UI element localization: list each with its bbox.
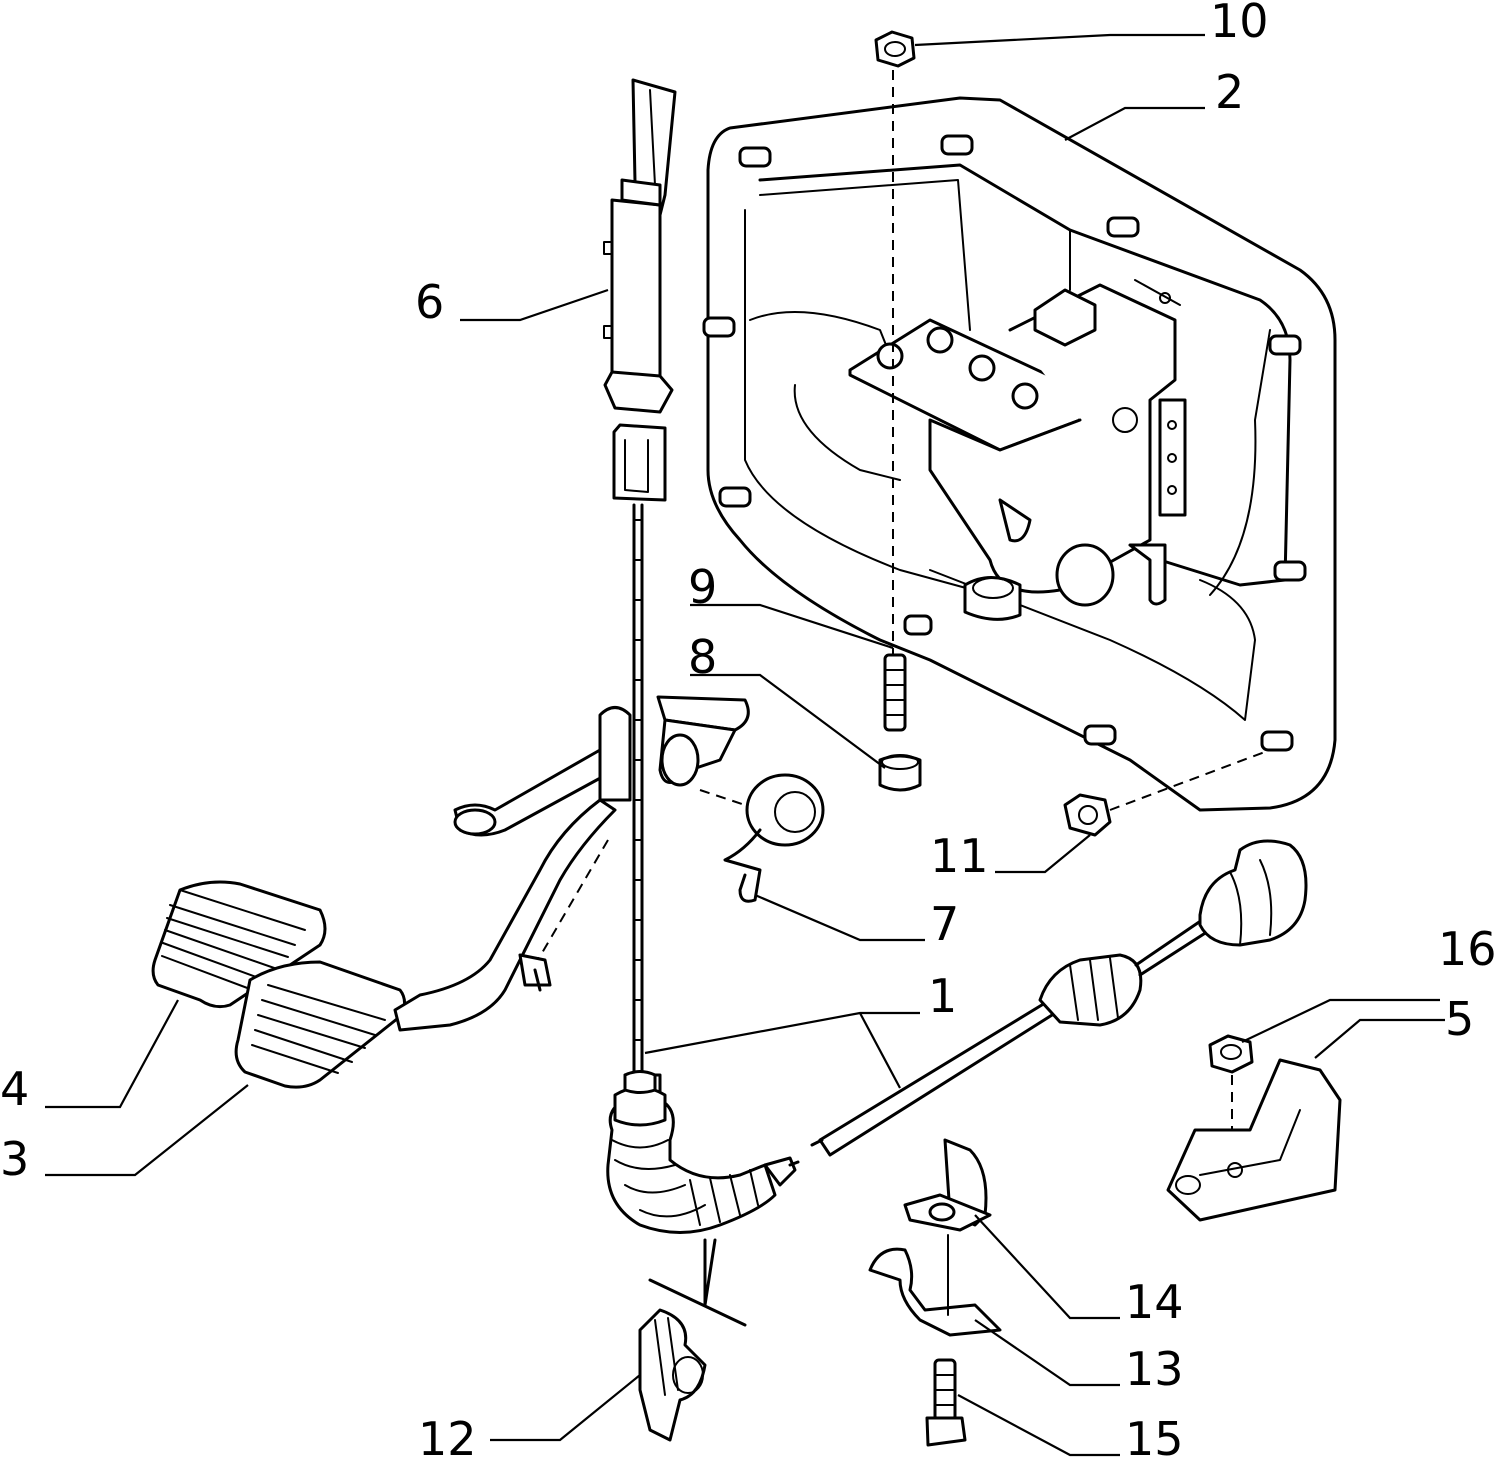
callout-16: 16 — [1438, 922, 1497, 976]
callout-2: 2 — [1215, 65, 1244, 119]
leader-3 — [45, 1084, 249, 1177]
callout-7: 7 — [930, 897, 959, 951]
callout-1: 1 — [928, 969, 957, 1023]
part-9-stud — [883, 653, 907, 732]
callout-12: 12 — [418, 1412, 477, 1460]
leader-6 — [460, 288, 609, 322]
leader-7 — [754, 893, 925, 942]
part-10-nut — [874, 30, 916, 68]
leader-15 — [957, 1394, 1120, 1457]
part-12-cable-clip — [638, 1238, 747, 1442]
callout-13: 13 — [1125, 1342, 1184, 1396]
leader-12 — [490, 1374, 641, 1442]
callout-5: 5 — [1445, 992, 1474, 1046]
callout-15: 15 — [1125, 1412, 1184, 1460]
leader-10 — [914, 33, 1205, 47]
callout-9: 9 — [688, 560, 717, 614]
leader-16 — [1241, 998, 1440, 1043]
part-16-nut — [1208, 1034, 1254, 1160]
callout-10: 10 — [1210, 0, 1269, 48]
leader-2 — [1064, 106, 1205, 141]
part-2-mounting-plate — [702, 96, 1337, 812]
callout-6: 6 — [415, 275, 444, 329]
leader-11 — [995, 834, 1091, 874]
callout-3: 3 — [0, 1132, 29, 1186]
leader-13 — [974, 1319, 1120, 1387]
part-1-cable — [606, 423, 1308, 1234]
part-5-bracket — [1166, 1058, 1342, 1222]
part-13-clip — [868, 1234, 1002, 1337]
part-4-brake-pedal — [151, 880, 327, 1009]
part-8-spacer — [878, 754, 922, 792]
callout-14: 14 — [1125, 1275, 1184, 1329]
part-15-bolt — [925, 1358, 967, 1447]
callout-11: 11 — [930, 829, 989, 883]
leader-9 — [690, 603, 894, 650]
leader-8 — [690, 673, 886, 769]
part-11-flange-nut — [1063, 793, 1112, 837]
leader-lines — [45, 33, 1445, 1457]
leader-4 — [45, 999, 179, 1109]
part-7-return-spring — [723, 773, 825, 903]
callout-8: 8 — [688, 630, 717, 684]
callout-4: 4 — [0, 1062, 29, 1116]
leader-5 — [1314, 1018, 1445, 1059]
part-6-switch-housing — [603, 78, 677, 414]
plate-studs — [702, 134, 1307, 752]
part-3-clutch-pedal — [234, 695, 750, 1089]
leader-14 — [974, 1214, 1120, 1320]
leader-1b — [859, 1012, 901, 1089]
